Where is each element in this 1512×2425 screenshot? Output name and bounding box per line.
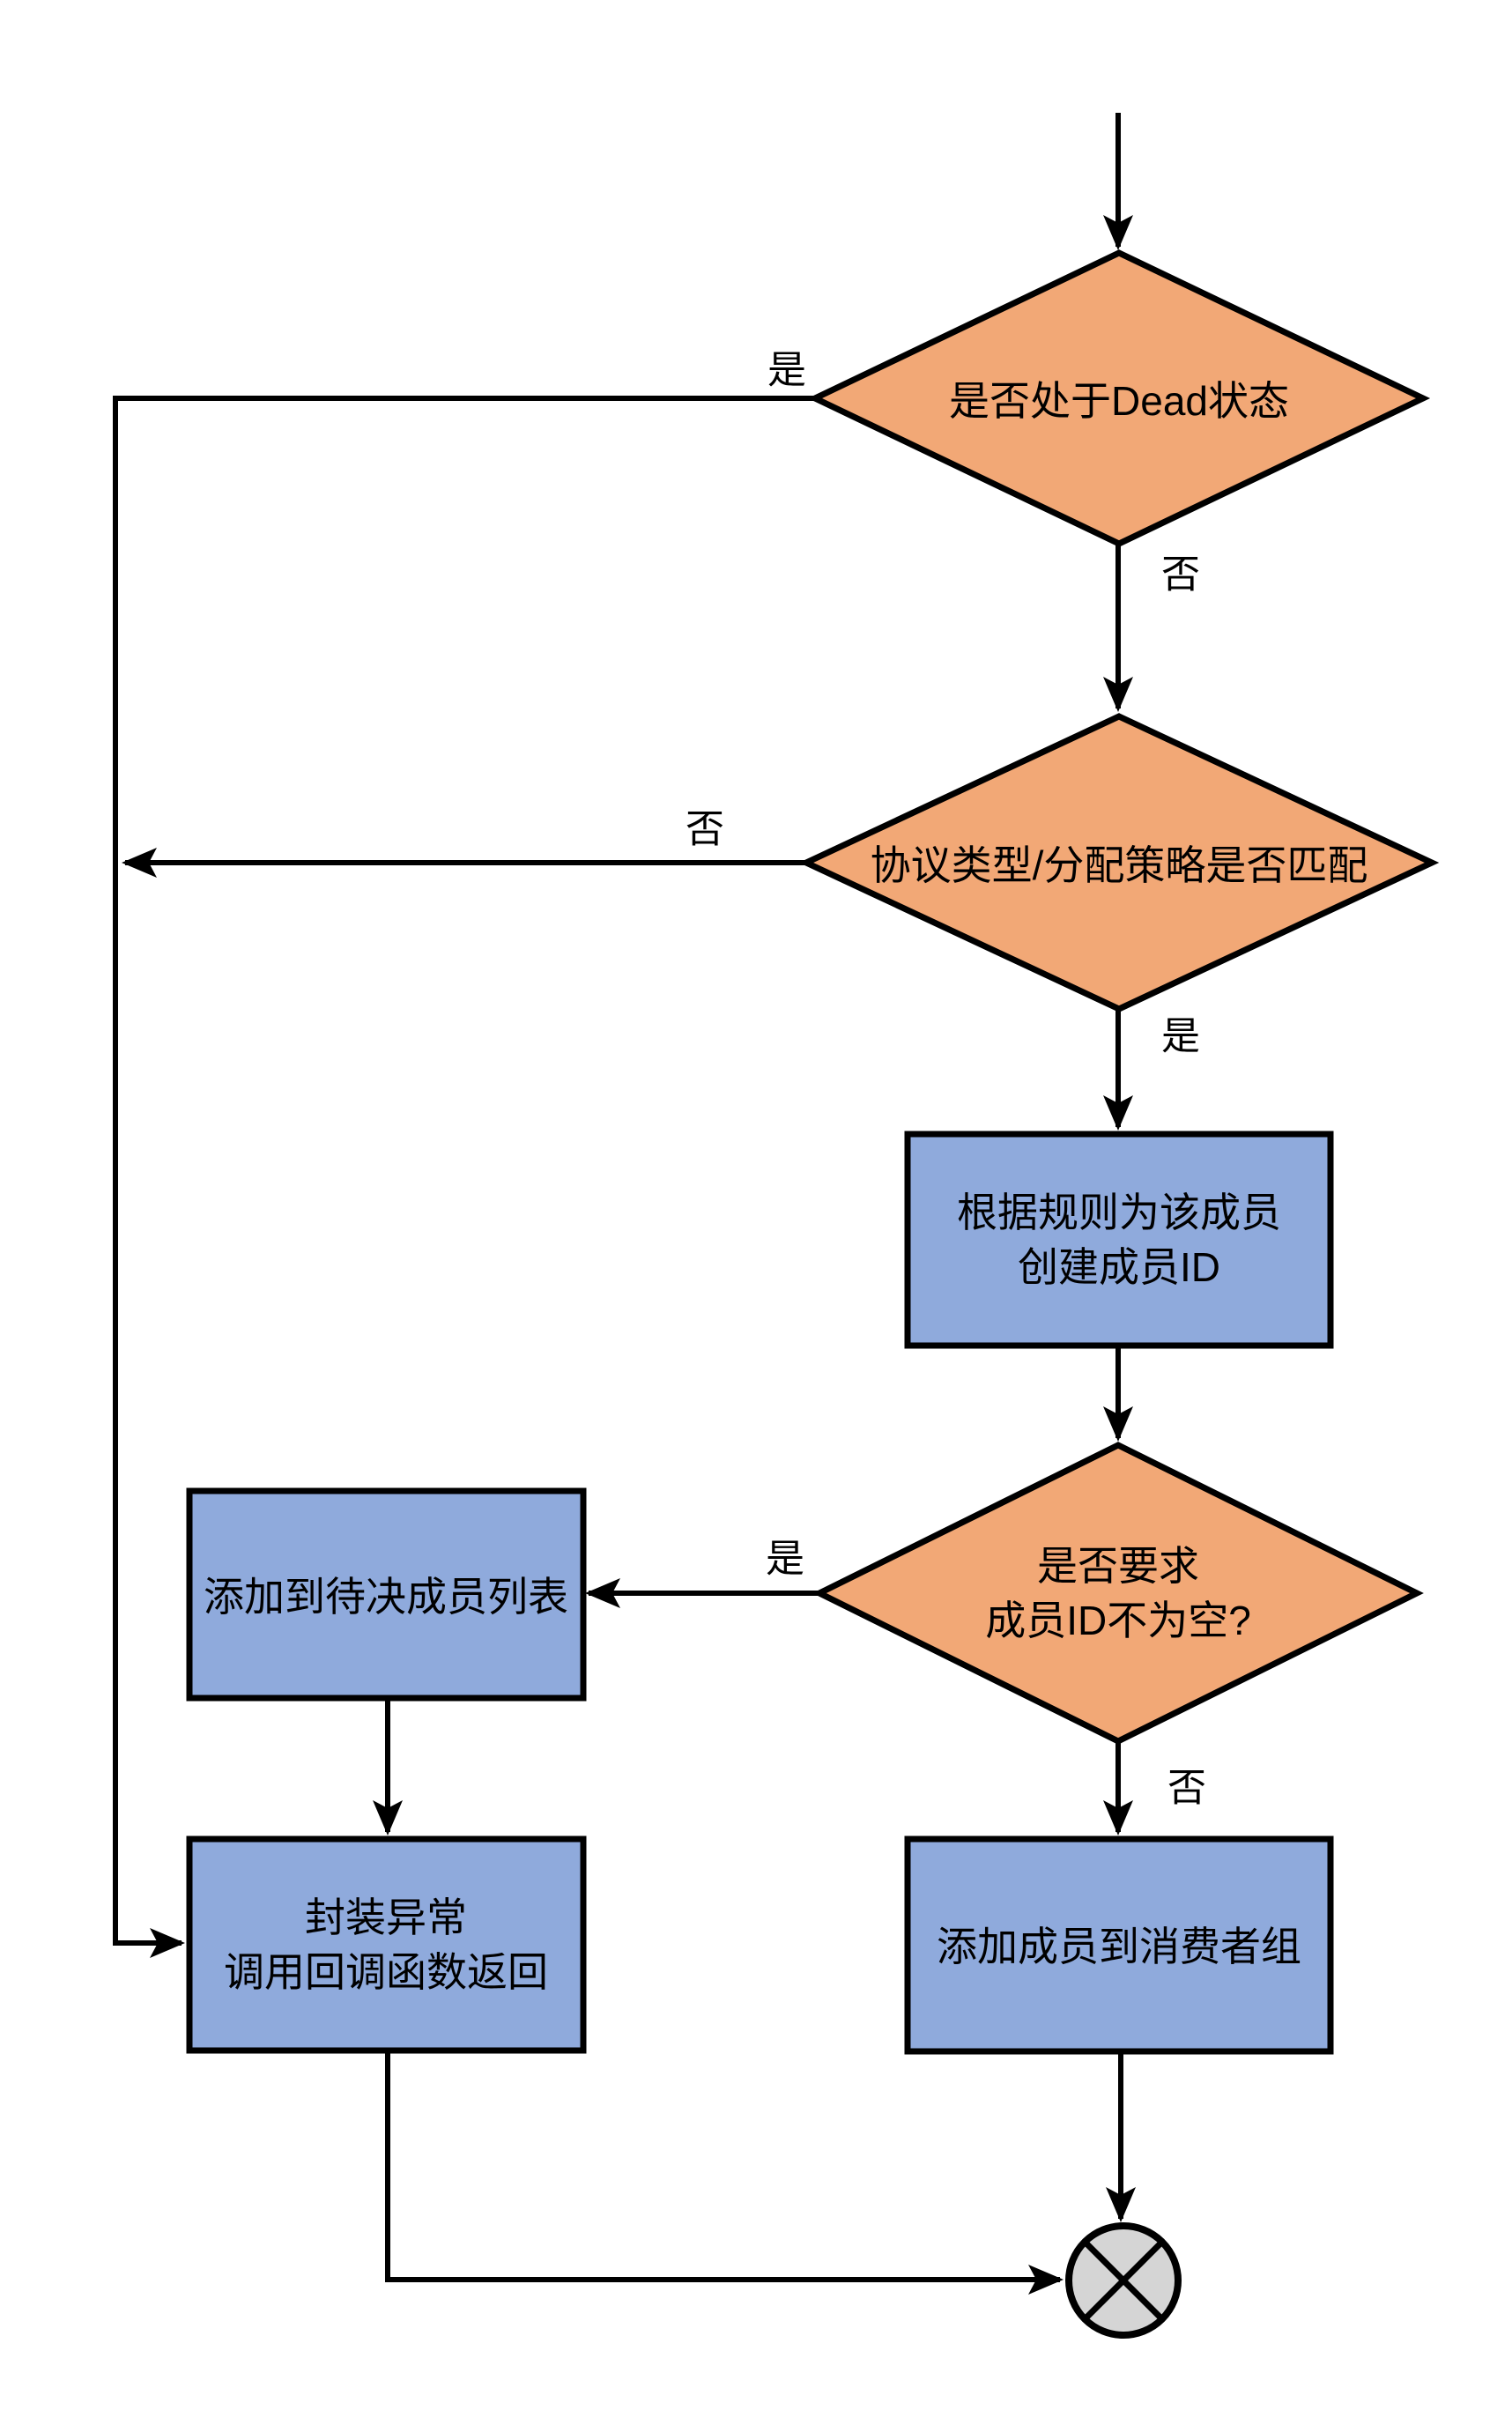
label-protocol-no: 否 bbox=[686, 808, 724, 851]
process-add-pending-list-shape bbox=[186, 1487, 587, 1702]
decision-member-id-not-empty-shape bbox=[812, 1442, 1424, 1745]
process-create-member-id-line2: 创建成员ID bbox=[1018, 1244, 1220, 1290]
decision-dead-state-shape bbox=[807, 249, 1431, 547]
label-dead-no: 否 bbox=[1161, 553, 1200, 597]
decision-protocol-match: 协议类型/分配策略是否匹配 bbox=[798, 713, 1440, 1012]
label-protocol-yes: 是 bbox=[1161, 1015, 1200, 1058]
decision-protocol-match-label: 协议类型/分配策略是否匹配 bbox=[871, 842, 1368, 888]
process-create-member-id-shape bbox=[904, 1131, 1334, 1349]
process-add-pending-list-label: 添加到待决成员列表 bbox=[204, 1574, 568, 1620]
process-create-member-id-line1: 根据规则为该成员 bbox=[957, 1190, 1281, 1235]
end-junction bbox=[1065, 2222, 1182, 2339]
process-wrap-exception-line1: 封装异常 bbox=[305, 1895, 467, 1940]
process-add-member-to-group-shape bbox=[904, 1835, 1334, 2055]
edge-exception-to-end bbox=[385, 2050, 1064, 2295]
process-create-member-id: 根据规则为该成员 创建成员ID bbox=[904, 1131, 1334, 1349]
decision-member-id-not-empty: 是否要求 成员ID不为空? bbox=[812, 1442, 1424, 1745]
process-wrap-exception-shape bbox=[186, 1835, 587, 2054]
process-add-member-to-group: 添加成员到消费者组 bbox=[904, 1835, 1334, 2055]
process-add-pending-list: 添加到待决成员列表 bbox=[186, 1487, 587, 1702]
label-member-id-no: 否 bbox=[1167, 1767, 1206, 1810]
label-member-id-yes: 是 bbox=[766, 1538, 804, 1581]
end-junction-x-icon bbox=[1082, 2239, 1165, 2322]
decision-dead-state: 是否处于Dead状态 bbox=[807, 249, 1431, 547]
process-add-member-to-group-label: 添加成员到消费者组 bbox=[937, 1924, 1301, 1969]
process-wrap-exception-callback: 封装异常 调用回调函数返回 bbox=[186, 1835, 587, 2054]
edge-dead-yes-to-exception bbox=[113, 396, 815, 1958]
label-dead-yes: 是 bbox=[767, 349, 806, 392]
decision-protocol-match-shape bbox=[798, 713, 1440, 1012]
decision-member-id-line2: 成员ID不为空? bbox=[985, 1598, 1251, 1643]
decision-dead-state-label: 是否处于Dead状态 bbox=[949, 378, 1289, 424]
decision-member-id-line1: 是否要求 bbox=[1037, 1543, 1199, 1589]
process-wrap-exception-line2: 调用回调函数返回 bbox=[224, 1949, 548, 1995]
